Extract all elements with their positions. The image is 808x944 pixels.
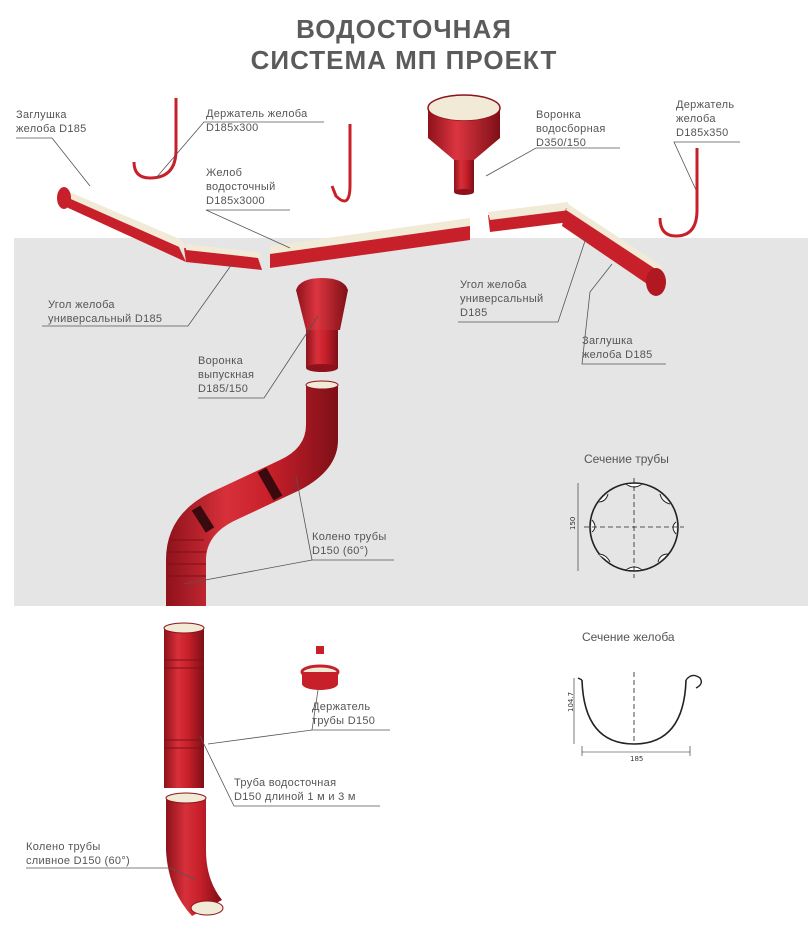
label-pipe: Труба водосточная D150 длиной 1 м и 3 м (234, 776, 356, 804)
label-gutter-holder-300-line2: D185х300 (206, 122, 259, 134)
label-outlet-funnel-line1: Воронка (198, 355, 244, 367)
label-corner-left-line2: универсальный D185 (48, 313, 163, 325)
label-pipe-line1: Труба водосточная (234, 777, 337, 789)
upper-pipe-assembly (166, 380, 339, 606)
label-corner-left: Угол желоба универсальный D185 (48, 298, 162, 326)
label-gutter-holder-350-line2: желоба (676, 113, 716, 125)
label-gutter-line2: водосточный (206, 181, 276, 193)
label-gutter-line1: Желоб (206, 167, 243, 179)
pipe-cross-section (577, 478, 684, 578)
label-pipe-holder: Держатель трубы D150 (312, 700, 375, 728)
label-funnel-collector-line2: водосборная (536, 123, 606, 135)
label-end-cap-left: Заглушка желоба D185 (16, 108, 87, 136)
label-gutter-holder-350: Держатель желоба D185х350 (676, 98, 734, 140)
label-pipe-elbow-line2: D150 (60°) (312, 545, 369, 557)
label-corner-right-line3: D185 (460, 307, 488, 319)
label-corner-left-line1: Угол желоба (48, 299, 115, 311)
label-outlet-funnel: Воронка выпускная D185/150 (198, 354, 254, 396)
label-gutter-holder-350-line1: Держатель (676, 99, 735, 111)
label-outlet-funnel-line2: выпускная (198, 369, 255, 381)
straight-pipe-shape (163, 622, 205, 788)
gutter-right-run (488, 202, 666, 296)
gray-background-band (14, 238, 808, 606)
label-gutter: Желоб водосточный D185х3000 (206, 166, 276, 208)
label-drain-elbow: Колено трубы сливное D150 (60°) (26, 840, 130, 868)
collector-funnel-shape (427, 94, 501, 195)
label-pipe-elbow: Колено трубы D150 (60°) (312, 530, 387, 558)
outlet-funnel-shape (296, 278, 348, 372)
label-drain-elbow-line1: Колено трубы (26, 841, 101, 853)
pipe-holder-shape (300, 646, 340, 690)
title-line-1: ВОДОСТОЧНАЯ (296, 14, 512, 44)
label-corner-right-line1: Угол желоба (460, 279, 527, 291)
label-end-cap-right-line2: желоба D185 (582, 349, 653, 361)
gutter-middle (270, 218, 470, 268)
gutter-left-run (57, 187, 262, 270)
label-gutter-holder-300: Держатель желоба D185х300 (206, 107, 308, 135)
label-end-cap-right-line1: Заглушка (582, 335, 633, 347)
label-funnel-collector-line1: Воронка (536, 109, 582, 121)
label-pipe-elbow-line1: Колено трубы (312, 531, 387, 543)
label-pipe-line2: D150 длиной 1 м и 3 м (234, 791, 356, 803)
label-funnel-collector: Воронка водосборная D350/150 (536, 108, 606, 150)
label-pipe-holder-line2: трубы D150 (312, 715, 376, 727)
label-end-cap-left-line1: Заглушка (16, 109, 67, 121)
label-funnel-collector-line3: D350/150 (536, 137, 587, 149)
gutter-section-title: Сечение желоба (582, 630, 675, 644)
label-end-cap-right: Заглушка желоба D185 (582, 334, 653, 362)
gutter-holder-300-shape (132, 98, 178, 180)
drain-elbow-shape (165, 792, 224, 916)
label-pipe-holder-line1: Держатель (312, 701, 371, 713)
gutter-cross-section (573, 672, 703, 756)
title-line-2: СИСТЕМА МП ПРОЕКТ (250, 45, 558, 75)
label-gutter-line3: D185х3000 (206, 195, 265, 207)
gutter-section-height-dim: 104.7 (567, 692, 575, 712)
gutter-holder-350-right-shape (658, 148, 699, 238)
gutter-section-width-dim: 185 (630, 755, 643, 763)
label-outlet-funnel-line3: D185/150 (198, 383, 249, 395)
pipe-section-dim: 150 (569, 517, 577, 530)
label-end-cap-left-line2: желоба D185 (16, 123, 87, 135)
label-gutter-holder-300-line1: Держатель желоба (206, 108, 308, 120)
label-gutter-holder-350-line3: D185х350 (676, 127, 729, 139)
leader-lines (16, 121, 740, 881)
label-corner-right: Угол желоба универсальный D185 (460, 278, 543, 320)
label-drain-elbow-line2: сливное D150 (60°) (26, 855, 130, 867)
pipe-section-title: Сечение трубы (584, 452, 669, 466)
gutter-holder-350-shape (330, 124, 352, 203)
label-corner-right-line2: универсальный (460, 293, 544, 305)
